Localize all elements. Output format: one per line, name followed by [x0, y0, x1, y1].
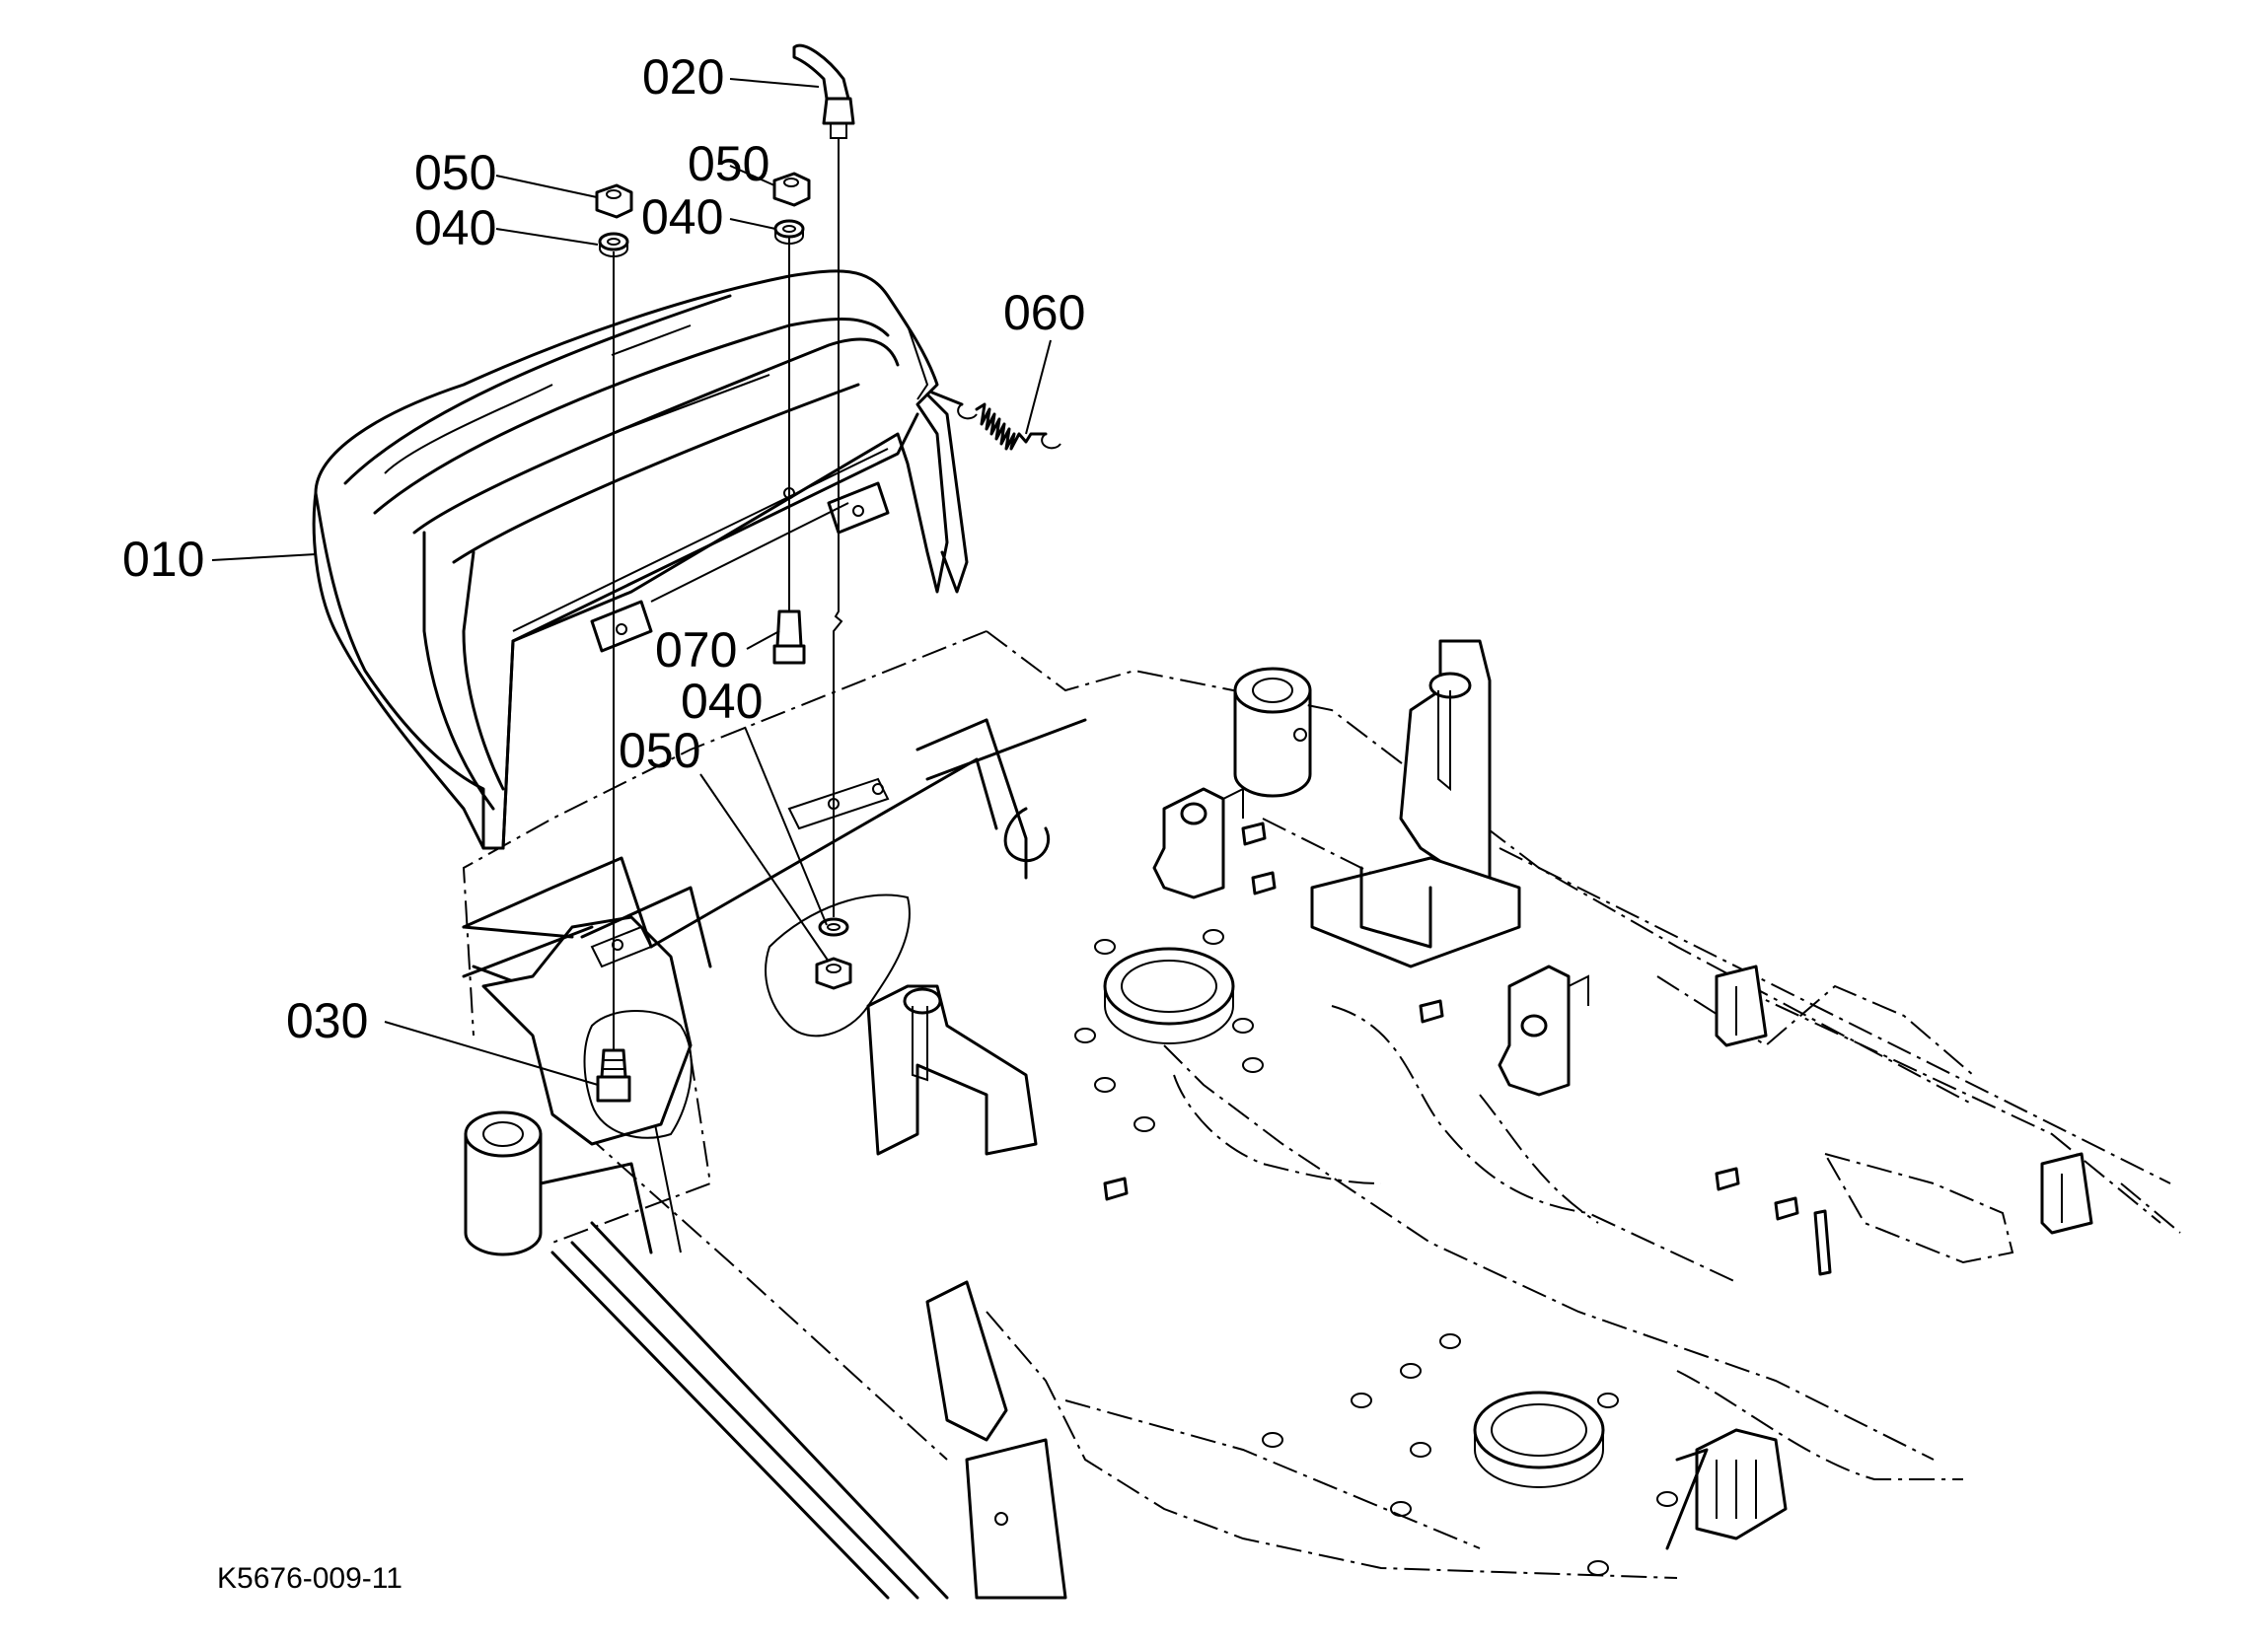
callout-070: 070 [655, 622, 737, 678]
part-050-nut-lower [815, 957, 852, 990]
cutaway-center [765, 894, 911, 1038]
pivot-boss-left [464, 1110, 653, 1256]
ring-port-lower [1473, 1391, 1605, 1488]
cutaway-left [583, 1010, 693, 1139]
part-050-nut-right [772, 172, 811, 207]
callout-050-right: 050 [688, 136, 769, 191]
callout-leaders [211, 78, 1052, 1086]
frame-left-rail [472, 965, 949, 1600]
gusset-lower [925, 1280, 1067, 1600]
callout-050-left: 050 [414, 145, 496, 200]
bracket-center-a [866, 984, 1038, 1156]
part-060-spring [930, 391, 1061, 451]
clip-right-b [2040, 1152, 2093, 1235]
callout-010: 010 [122, 532, 204, 587]
base-holes [1074, 929, 1678, 1576]
bracket-right-tall [1310, 639, 1521, 968]
base-frame-phantom [462, 630, 2181, 1579]
callout-040-left: 040 [414, 200, 496, 255]
ring-port-upper [1103, 947, 1235, 1044]
bracket-bottom-right [1665, 1428, 1788, 1550]
part-020-rod [792, 43, 855, 139]
callout-030: 030 [286, 993, 368, 1048]
bracket-small-b [1498, 965, 1589, 1097]
assembly-axes [613, 138, 843, 1050]
callout-050-lower: 050 [619, 723, 700, 778]
base-pegs [1103, 822, 1832, 1276]
mount-bracket-left [462, 915, 693, 1146]
part-070-bolt [772, 609, 806, 665]
callout-040-right: 040 [641, 189, 723, 245]
part-040-washer-lower [818, 917, 849, 937]
callout-060: 060 [1003, 285, 1085, 340]
part-030-bolt [596, 1048, 631, 1103]
figure-reference: K5676-009-11 [217, 1562, 402, 1595]
part-050-nut-left [595, 183, 633, 219]
callout-020: 020 [642, 49, 724, 105]
bracket-small-a [1152, 787, 1244, 899]
pivot-boss-right [1233, 667, 1312, 798]
clip-right-a [1715, 965, 1768, 1047]
part-040-washer-left [598, 232, 629, 257]
frame-upper-panel [462, 718, 1087, 968]
callout-040-lower: 040 [681, 674, 763, 729]
